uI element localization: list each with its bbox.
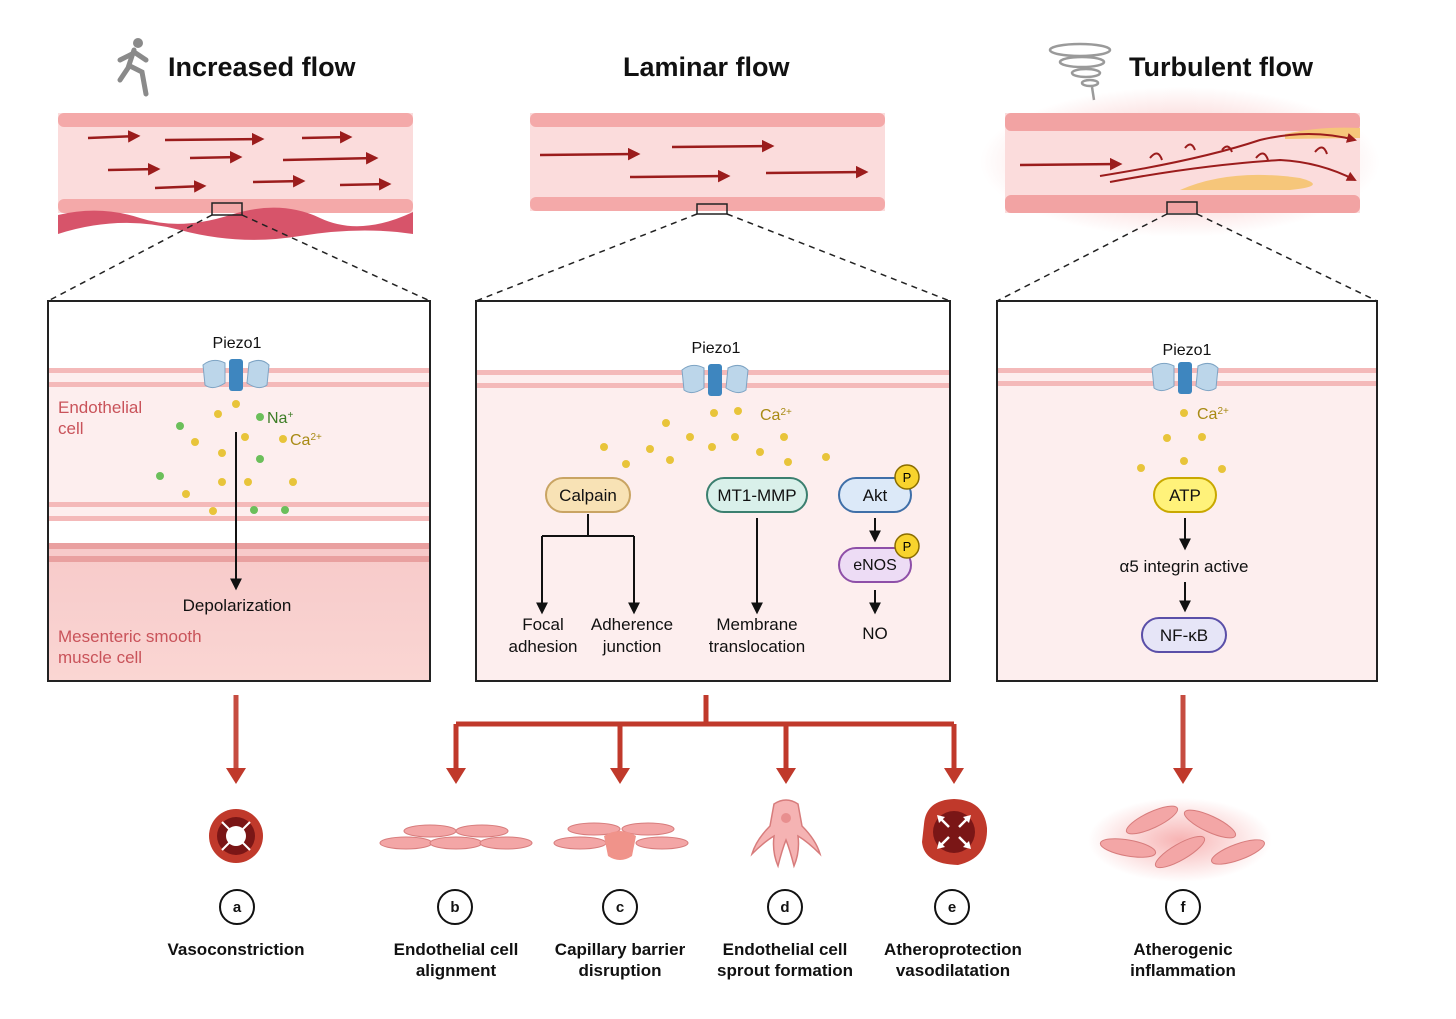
outcome-b-label-line1: Endothelial cell: [394, 940, 519, 959]
piezo1-channel-icon: [202, 359, 270, 391]
enos-label: eNOS: [853, 557, 897, 574]
outcome-letter-f: f: [1181, 899, 1187, 916]
ca-ion-label-a: Ca: [290, 432, 311, 449]
piezo1-channel-icon: [1151, 362, 1219, 394]
piezo1-label-b: Piezo1: [692, 340, 741, 357]
svg-text:Ca2+: Ca2+: [290, 432, 322, 450]
inflamed-cells-icon: [1088, 798, 1272, 882]
outcome-arrowheads: [226, 768, 1193, 784]
ion-particles-a: [156, 400, 297, 515]
svg-text:Ca2+: Ca2+: [760, 407, 792, 425]
laminar-flow-vessel: [530, 113, 885, 215]
zoom-line-right-a: [241, 214, 431, 302]
na-ion-label: Na: [267, 410, 288, 427]
adherence-junction-line2: junction: [602, 637, 662, 656]
ion-particles-c: [1137, 409, 1226, 473]
smc-label-line1: Mesenteric smooth: [58, 627, 202, 646]
enos-phospho-badge: [894, 533, 920, 559]
piezo1-label-a: Piezo1: [213, 335, 262, 352]
zoom-line-right-c: [1196, 213, 1378, 302]
outcome-f-label-line1: Atherogenic: [1133, 940, 1232, 959]
outcome-b-label-line2: alignment: [416, 961, 497, 980]
akt-phospho-label: P: [903, 470, 912, 485]
outcome-c-label-line1: Capillary barrier: [555, 940, 686, 959]
endothelial-cell-label-line2: cell: [58, 419, 84, 438]
increased-flow-detail-box: [47, 300, 431, 682]
runner-icon: [117, 38, 149, 97]
outcome-d-label-line1: Endothelial cell: [723, 940, 848, 959]
na-ion-charge: +: [287, 410, 293, 421]
ca-ion-charge-b: 2+: [780, 407, 792, 418]
svg-text:Ca2+: Ca2+: [1197, 406, 1229, 424]
outcome-e-label-line1: Atheroprotection: [884, 940, 1022, 959]
depolarization-label: Depolarization: [183, 596, 292, 615]
turbulent-flow-title: Turbulent flow: [1129, 52, 1314, 82]
focal-adhesion-line2: adhesion: [508, 637, 577, 656]
zoom-line-left-a: [47, 214, 213, 302]
akt-label: Akt: [863, 486, 888, 505]
focal-adhesion-line1: Focal: [522, 615, 564, 634]
integrin-label: α5 integrin active: [1120, 557, 1249, 576]
smc-label-line2: muscle cell: [58, 648, 142, 667]
atp-label: ATP: [1169, 486, 1201, 505]
nfkb-node: [1141, 617, 1227, 653]
piezo1-channel-icon: [681, 364, 749, 396]
enos-node: [838, 547, 912, 583]
endothelial-cells-icon: [379, 824, 533, 850]
ca-ion-label-c: Ca: [1197, 406, 1218, 423]
outcome-letter-c: c: [616, 899, 624, 916]
outcome-letter-a: a: [233, 899, 242, 916]
akt-phospho-badge: [894, 464, 920, 490]
outcome-arrows: [233, 695, 1186, 770]
outcome-a-label: Vasoconstriction: [168, 940, 305, 959]
outcome-f-label-line2: inflammation: [1130, 961, 1236, 980]
outcome-letter-d: d: [780, 899, 789, 916]
piezo1-label-c: Piezo1: [1163, 342, 1212, 359]
ion-particles-b: [600, 407, 830, 468]
akt-node: [838, 477, 912, 513]
vessel-ring-icon: [209, 809, 263, 863]
ca-ion-charge-c: 2+: [1217, 406, 1229, 417]
outcome-c-label-line2: disruption: [578, 961, 661, 980]
outcome-e-label-line2: vasodilatation: [896, 961, 1010, 980]
increased-flow-vessel: [58, 113, 413, 240]
atp-node: [1153, 477, 1217, 513]
zoom-line-right-b: [726, 213, 951, 302]
outcome-d-label-line2: sprout formation: [717, 961, 853, 980]
calpain-branch: [541, 514, 635, 610]
sprout-cell-icon: [750, 799, 822, 869]
outcome-letter-circles: [219, 889, 1201, 925]
increased-flow-title: Increased flow: [168, 52, 357, 82]
mt1mmp-label: MT1-MMP: [717, 486, 796, 505]
ca-ion-charge-a: 2+: [310, 432, 322, 443]
adherence-junction-line1: Adherence: [591, 615, 673, 634]
tornado-icon: [1048, 42, 1112, 101]
outcome-letter-e: e: [948, 899, 956, 916]
ca-ion-label-b: Ca: [760, 407, 781, 424]
barrier-disruption-icon: [553, 822, 689, 860]
enos-phospho-label: P: [903, 539, 912, 554]
nfkb-label: NF-κB: [1160, 626, 1208, 645]
mt1mmp-node: [706, 477, 808, 513]
svg-text:Na+: Na+: [267, 410, 293, 428]
calpain-label: Calpain: [559, 486, 617, 505]
zoom-line-left-b: [475, 213, 698, 302]
outcome-letter-b: b: [450, 899, 459, 916]
membrane-translocation-line1: Membrane: [716, 615, 797, 634]
no-label: NO: [862, 624, 888, 643]
vessel-ring-icon: [922, 799, 988, 865]
turbulent-flow-vessel: [980, 87, 1380, 237]
endothelial-cell-label-line1: Endothelial: [58, 398, 142, 417]
calpain-node: [545, 477, 631, 513]
laminar-flow-title: Laminar flow: [623, 52, 791, 82]
membrane-translocation-line2: translocation: [709, 637, 805, 656]
zoom-line-left-c: [996, 213, 1168, 302]
